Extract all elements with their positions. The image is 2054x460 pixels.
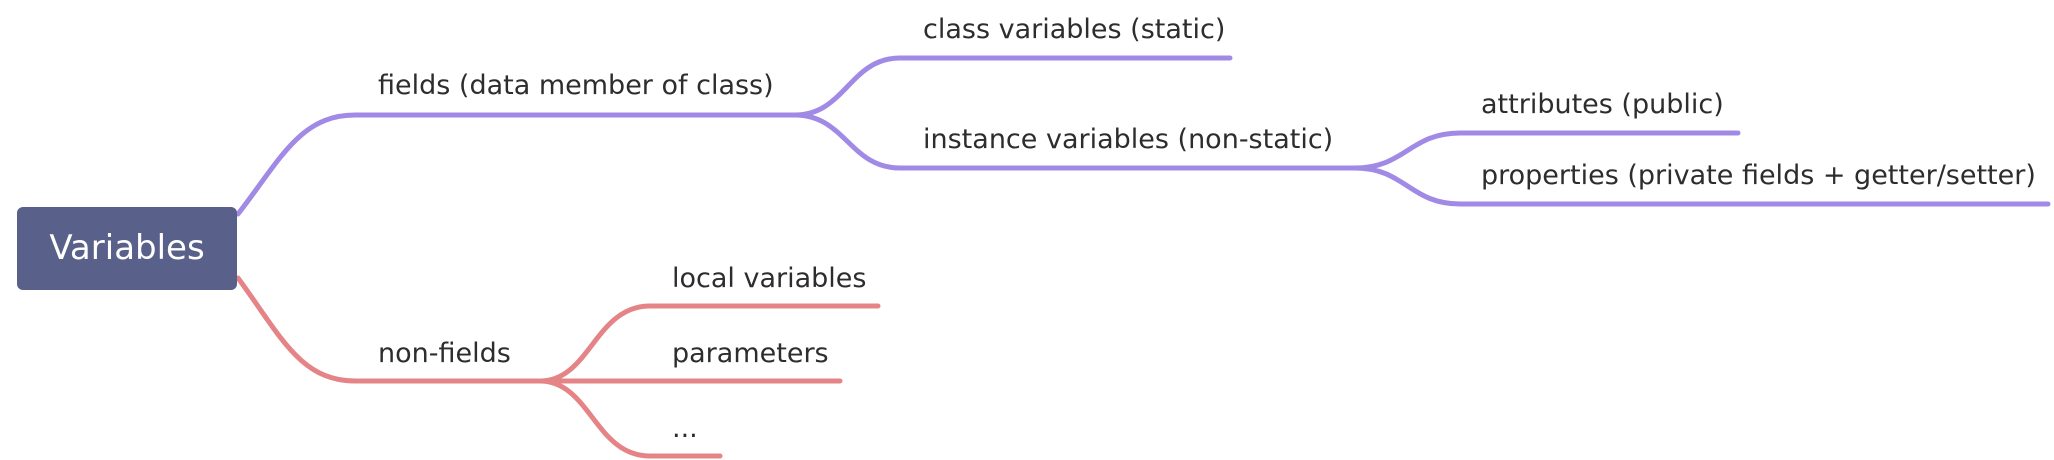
connector-root-to-fields (235, 112, 798, 217)
connector-non-fields-to-more (537, 378, 723, 459)
connector-instance-to-attributes (1352, 130, 1741, 171)
node-parameters[interactable]: parameters (672, 338, 829, 369)
connector-fields-to-instance-variables (792, 112, 1358, 171)
node-instance-variables[interactable]: instance variables (non-static) (923, 124, 1334, 155)
node-class-variables[interactable]: class variables (static) (923, 14, 1226, 45)
connector-instance-to-properties (1352, 165, 2051, 207)
root-node-variables[interactable]: Variables (17, 207, 237, 290)
connector-non-fields-to-local-variables (537, 303, 881, 384)
node-non-fields[interactable]: non-fields (378, 338, 511, 369)
node-attributes[interactable]: attributes (public) (1481, 89, 1724, 120)
connector-fields-to-class-variables (792, 55, 1233, 118)
connector-root-to-non-fields (235, 275, 543, 384)
node-properties[interactable]: properties (private fields + getter/sett… (1481, 160, 2036, 191)
node-fields[interactable]: fields (data member of class) (378, 70, 774, 101)
node-local-variables[interactable]: local variables (672, 263, 867, 294)
node-more[interactable]: ... (672, 413, 698, 444)
